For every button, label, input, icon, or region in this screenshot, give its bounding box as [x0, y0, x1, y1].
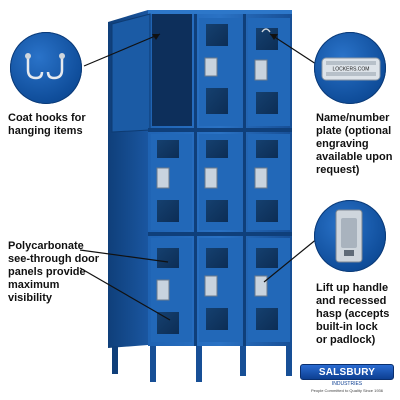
locker-door-top-middle [199, 18, 241, 126]
brand-tagline: People Committed to Quality Since 1936 [310, 388, 384, 393]
salsbury-logo-box: SALSBURY [300, 364, 394, 380]
handle-callout [314, 200, 386, 272]
coat-hooks-callout [10, 32, 82, 104]
brand-name: SALSBURY [318, 366, 376, 378]
svg-text:LOCKERS.COM: LOCKERS.COM [333, 67, 370, 73]
brand-subtitle: INDUSTRIES [331, 381, 363, 387]
handle-label: Lift up handle and recessed hasp (accept… [316, 282, 390, 346]
name-plate-icon: LOCKERS.COM [321, 57, 381, 81]
door-panels-label: Polycarbonate see-through door panels pr… [8, 240, 100, 304]
name-plate-callout: LOCKERS.COM [314, 32, 386, 104]
coat-hooks-label: Coat hooks for hanging items [8, 112, 86, 137]
locker-row-2 [151, 134, 290, 230]
locker-row-3 [151, 238, 290, 342]
name-plate-label: Name/number plate (optional engraving av… [316, 112, 393, 176]
coat-hook-icon [25, 53, 65, 80]
lift-handle-icon [335, 209, 363, 263]
locker-door-top-right [248, 18, 290, 126]
salsbury-logo: SALSBURY INDUSTRIES People Committed to … [300, 364, 394, 394]
